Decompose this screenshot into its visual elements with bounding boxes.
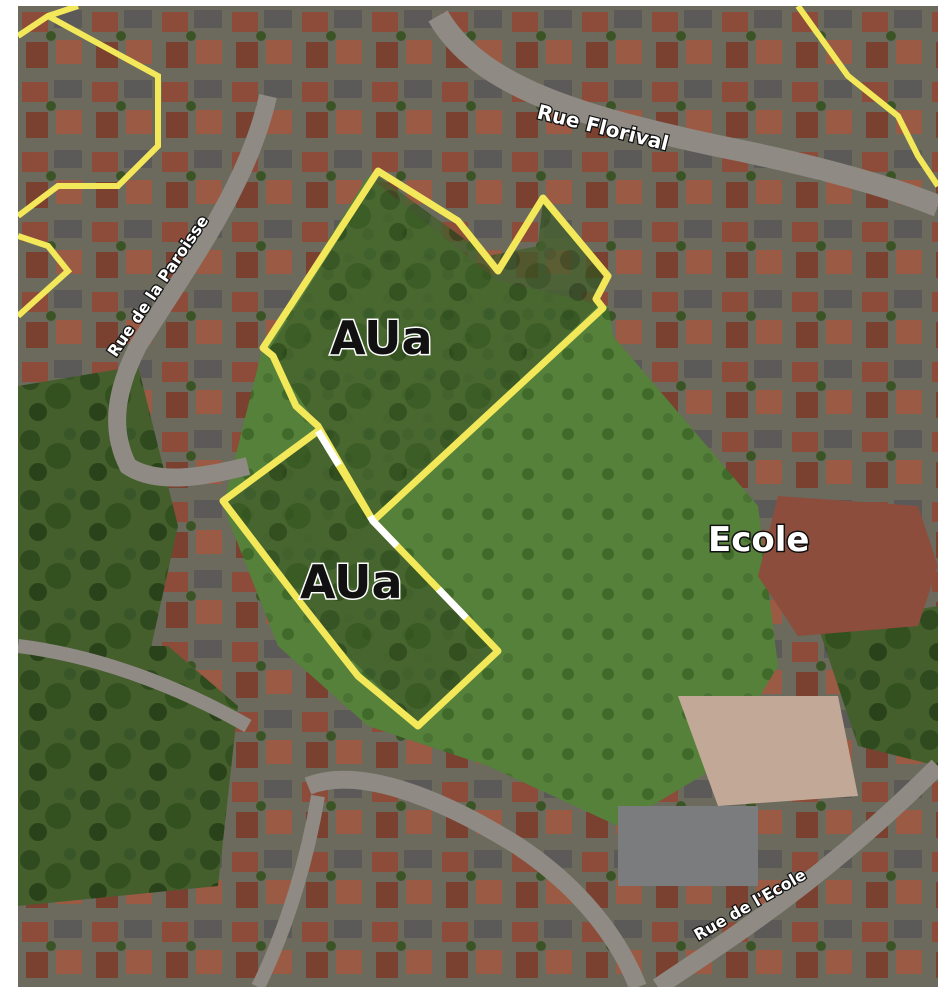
zone-label-south: AUa (300, 555, 403, 609)
road-west[interactable] (18, 639, 252, 733)
road-rue-de-l-ecole[interactable] (652, 759, 938, 987)
road-rue-florival[interactable] (428, 10, 938, 217)
schoolyard (678, 696, 858, 806)
poi-label-ecole: Ecole (708, 520, 809, 560)
tree-cover-east (818, 606, 938, 766)
north-parcel-vegetation (268, 176, 603, 521)
south-parcel-vegetation (223, 431, 498, 726)
road-southwest[interactable] (251, 794, 325, 987)
aerial-map[interactable]: AUa AUa Ecole Rue Florival Rue de la Par… (18, 6, 938, 987)
map-canvas: AUa AUa Ecole Rue Florival Rue de la Par… (18, 6, 938, 987)
school-building (758, 496, 938, 636)
road-rue-de-la-paroisse[interactable] (108, 94, 277, 487)
zone-boundary-north[interactable] (259, 167, 612, 525)
zone-boundary-accent (315, 429, 501, 654)
school-annex-roof (618, 806, 758, 886)
zone-label-north: AUa (330, 311, 433, 365)
adjacent-zone-boundaries (18, 6, 938, 319)
tree-cover-west (18, 366, 178, 726)
tree-cover-southwest (18, 646, 238, 906)
road-south[interactable] (304, 770, 647, 987)
